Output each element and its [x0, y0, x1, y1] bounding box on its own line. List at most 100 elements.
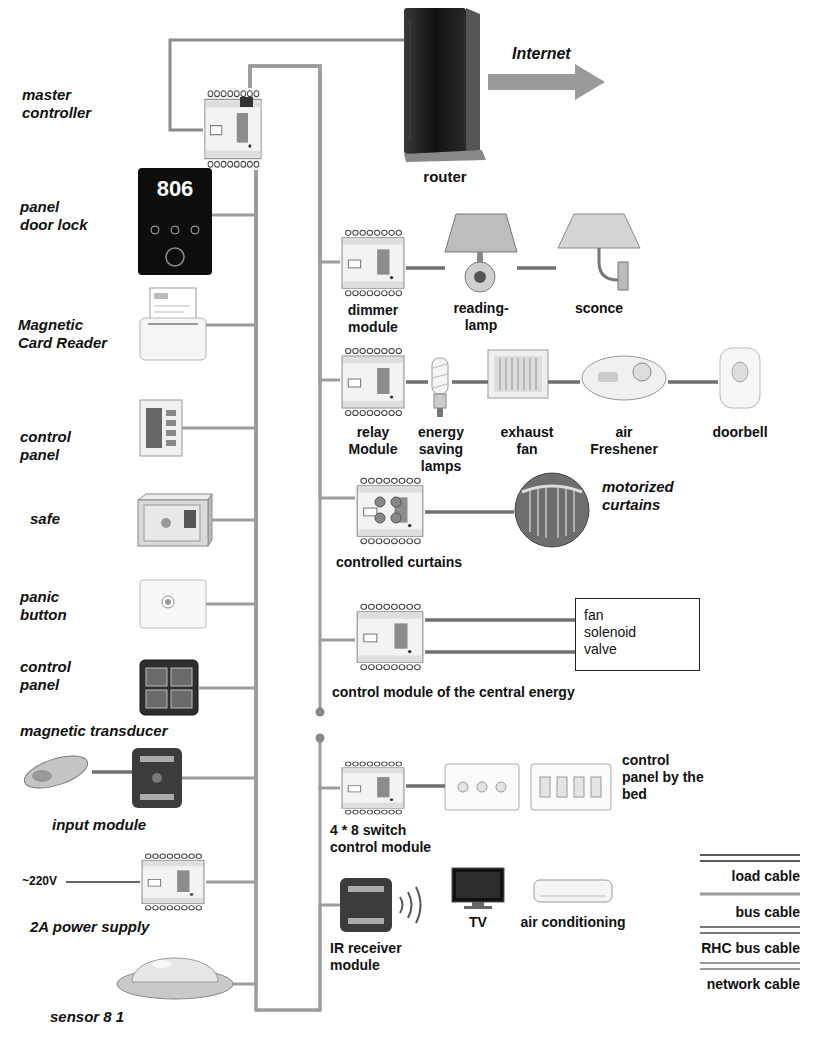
text-box: fan solenoid valve — [575, 598, 700, 671]
legend-samples — [700, 932, 800, 934]
door-lock-panel — [138, 168, 212, 275]
device-node: air Freshener — [580, 348, 668, 402]
device-node: dimmer module — [340, 228, 406, 298]
tv-icon — [464, 906, 492, 909]
cable-connector — [206, 170, 256, 882]
card-reader-icon — [154, 312, 184, 313]
exhaust-fan-icon — [499, 358, 501, 390]
exhaust-fan-icon — [511, 358, 513, 390]
ir-waves — [400, 897, 403, 913]
curtain-module-icon — [375, 513, 385, 523]
magnetic-transducer-icon — [21, 749, 92, 794]
device-label: reading- lamp — [448, 300, 514, 334]
control-panel-icon — [166, 410, 176, 416]
door-lock-panel — [191, 226, 199, 234]
ir-waves — [400, 887, 421, 923]
motorized-curtain-icon — [545, 487, 547, 538]
power-supply-module — [142, 854, 204, 910]
ir-receiver-icon — [348, 886, 384, 892]
device-label: sensor 8 1 — [50, 1008, 150, 1026]
device-label: router — [405, 168, 485, 186]
cable-connector — [170, 40, 404, 130]
bedside-panel-icon — [445, 764, 611, 810]
energy-saving-lamp-icon — [434, 394, 446, 408]
exhaust-fan-icon — [500, 358, 536, 390]
legend-entry: RHC bus cable — [650, 940, 800, 957]
device-node: magnetic transducer — [20, 748, 92, 796]
sensor-icon — [117, 958, 233, 999]
keypad-panel-icon — [140, 660, 198, 715]
reading-lamp-icon — [465, 262, 495, 292]
exhaust-fan-icon — [488, 350, 548, 398]
sconce-icon — [558, 214, 640, 248]
input-module-icon — [140, 794, 174, 800]
reading-lamp-icon — [445, 214, 517, 252]
device-label: exhaust fan — [490, 424, 564, 458]
device-label: sconce — [569, 300, 629, 317]
energy-module-icon — [357, 604, 423, 669]
device-node: TV — [450, 866, 506, 910]
keypad-panel-icon — [146, 668, 167, 686]
cable-connector — [668, 380, 718, 384]
cable-connector — [250, 66, 340, 380]
bus-end — [319, 640, 322, 712]
device-node: 4 * 8 switch control module — [340, 760, 406, 816]
tv-icon — [452, 868, 504, 909]
device-node: reading- lamp — [445, 212, 517, 294]
device-label: air Freshener — [586, 424, 662, 458]
exhaust-fan-icon — [505, 358, 507, 390]
safe-icon — [144, 505, 200, 541]
device-label: control panel — [20, 428, 90, 464]
device-node: input module — [132, 748, 182, 808]
safe-icon — [138, 494, 212, 500]
device-label: 2A power supply — [30, 918, 170, 936]
panic-button-icon — [140, 580, 206, 628]
cable-connector — [182, 170, 256, 778]
router-icon — [404, 150, 486, 162]
cable-connector — [406, 266, 445, 270]
device-node: control panel by the bed — [445, 762, 611, 810]
cable-connector — [206, 170, 256, 325]
control-panel-icon — [140, 400, 182, 456]
energy-saving-lamp-icon — [432, 358, 448, 417]
curtain-module-icon — [357, 478, 423, 543]
safe-icon — [161, 518, 171, 528]
device-label: control panel by the bed — [622, 752, 707, 802]
power-wire — [66, 882, 140, 883]
motorized-curtain-icon — [537, 488, 539, 536]
internet-arrow — [488, 64, 605, 100]
air-conditioner-icon — [534, 880, 612, 902]
bedside-panel-icon — [445, 764, 519, 810]
motorized-curtain-icon — [515, 473, 589, 547]
control-panel-icon — [166, 420, 176, 426]
motorized-curtain-icon — [557, 487, 559, 538]
energy-saving-lamp-icon — [433, 374, 447, 378]
device-node: IR receiver module — [340, 878, 392, 932]
device-node: panic button — [140, 580, 206, 628]
device-node: air conditioning — [534, 878, 612, 904]
cable-connector — [517, 266, 556, 270]
card-reader-icon — [140, 318, 206, 360]
safe-icon — [184, 510, 196, 528]
device-node: sensor 8 1 — [117, 952, 233, 1000]
exhaust-fan-icon — [535, 358, 537, 390]
device-node: control panel — [140, 660, 198, 715]
device-label: 4 * 8 switch control module — [330, 822, 450, 856]
device-node: control module of the central energy — [355, 602, 425, 672]
device-node: Magnetic Card Reader — [140, 288, 206, 360]
device-node: safe — [138, 494, 212, 546]
bedside-panel-icon — [477, 782, 487, 792]
device-node: exhaust fan — [488, 350, 548, 398]
keypad-panel-icon — [171, 668, 192, 686]
tv-icon — [452, 868, 504, 902]
device-label: controlled curtains — [336, 554, 526, 571]
doorbell-icon — [732, 362, 748, 382]
sconce-icon — [558, 214, 640, 290]
legend-samples — [700, 968, 800, 970]
bedside-panel-icon — [531, 764, 611, 810]
cable-connector — [256, 170, 340, 1010]
device-node: router — [404, 8, 486, 162]
safe-icon — [138, 500, 208, 546]
power-supply-module — [142, 854, 204, 910]
